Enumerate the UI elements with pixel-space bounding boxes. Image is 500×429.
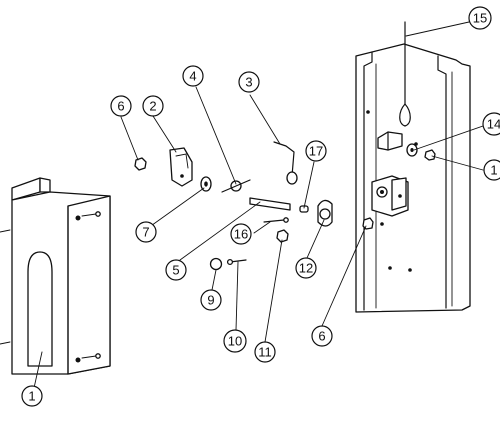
- callout-5: 5: [165, 259, 187, 281]
- callout-17-label: 17: [309, 144, 323, 159]
- callout-10: 10: [223, 329, 247, 353]
- callout-16-label: 16: [234, 227, 248, 242]
- part-2-latch-bracket: [169, 147, 193, 187]
- callout-15-label: 15: [473, 11, 487, 26]
- callout-17: 17: [305, 140, 327, 162]
- callout-1: 1: [21, 385, 43, 407]
- part-10-screw: [226, 258, 247, 266]
- callout-14-label: 14: [487, 117, 500, 132]
- part-4-spring-clip: [221, 179, 251, 193]
- callout-13-partial: 1: [483, 159, 500, 181]
- callout-7: 7: [135, 221, 157, 243]
- callout-16: 16: [230, 223, 252, 245]
- callout-11-label: 11: [258, 345, 272, 360]
- part-5-pin: [249, 197, 291, 211]
- callout-1-label: 1: [28, 389, 35, 404]
- part-1-housing: [0, 177, 111, 375]
- callout-6a-label: 6: [117, 99, 124, 114]
- callout-6b: 6: [311, 325, 333, 347]
- part-7-washer: [200, 176, 212, 192]
- callout-9-label: 9: [207, 293, 214, 308]
- callout-2-label: 2: [149, 99, 156, 114]
- leader-lines: [33, 21, 484, 389]
- callout-13-label: 1: [490, 163, 497, 178]
- callout-14: 14: [482, 112, 500, 136]
- callout-12: 12: [295, 257, 317, 279]
- callout-3-label: 3: [245, 75, 252, 90]
- callout-9: 9: [200, 289, 222, 311]
- part-6a-nut: [134, 157, 147, 171]
- part-11-nut: [276, 229, 289, 243]
- callout-15: 15: [468, 6, 492, 30]
- part-13-nut: [424, 149, 436, 161]
- part-16-pin: [263, 217, 289, 223]
- part-channel-panel: [355, 21, 471, 313]
- callout-4-label: 4: [189, 69, 196, 84]
- part-9-ball: [209, 257, 223, 271]
- callout-11: 11: [254, 341, 276, 363]
- part-3-torsion-spring: [273, 141, 298, 185]
- callout-12-label: 12: [299, 261, 313, 276]
- callout-5-label: 5: [172, 263, 179, 278]
- part-6b-nut: [362, 217, 374, 230]
- callout-7-label: 7: [142, 225, 149, 240]
- part-14-washer: [406, 143, 418, 157]
- callout-6b-label: 6: [318, 329, 325, 344]
- callout-6a: 6: [110, 95, 132, 117]
- callout-10-label: 10: [228, 334, 242, 349]
- callout-2: 2: [142, 95, 164, 117]
- callout-3: 3: [238, 71, 260, 93]
- part-12-roller-bracket: [317, 199, 333, 227]
- callout-4: 4: [182, 65, 204, 87]
